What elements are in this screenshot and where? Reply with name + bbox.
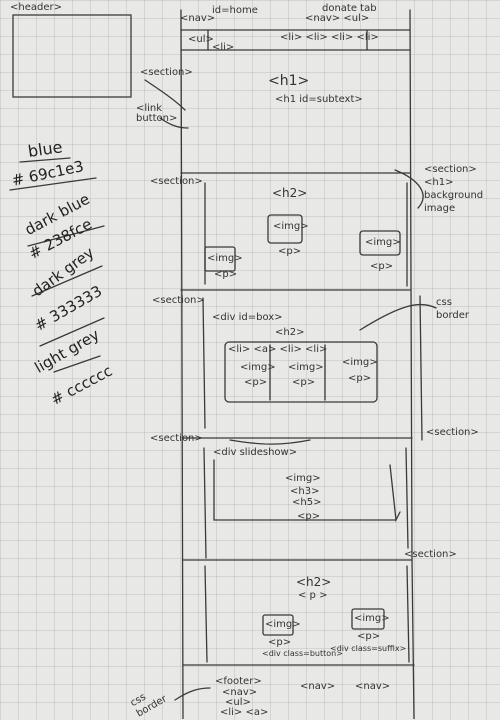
h1-subtext-label: <h1 id=subtext> [275, 94, 363, 105]
main-column-right-lower [411, 559, 415, 719]
s5-h2-label: <h2> [296, 575, 332, 589]
s2-img-right-label: <img> [365, 237, 401, 248]
note-underline [9, 177, 97, 191]
s2-img-left-label: <img> [207, 253, 243, 264]
s3-p2-label: <p> [292, 377, 316, 388]
section-4-label: <section> [150, 433, 203, 444]
donate-tab-note: donate tab [322, 3, 377, 14]
s3-img2-label: <img> [288, 362, 324, 373]
connector [159, 117, 189, 129]
section-5-label: <section> [404, 549, 457, 560]
section-4-inner-right [405, 447, 409, 549]
li-label: <li> [212, 42, 235, 53]
s2-h2-label: <h2> [272, 186, 308, 200]
s3-p1-label: <p> [244, 377, 268, 388]
s3-h2-label: <h2> [275, 327, 305, 338]
s5-img-right-label: <img> [354, 613, 390, 624]
section-4-right-label: <section> [426, 427, 479, 438]
s3-img3-label: <img> [342, 357, 378, 368]
connector [229, 439, 311, 445]
header-box [12, 14, 132, 98]
section-top-label: <section> [140, 67, 193, 78]
css-border-note: css border [436, 297, 470, 321]
s4-img-label: <img> [285, 473, 321, 484]
connector [144, 79, 186, 111]
note-underline [53, 355, 101, 373]
s5-p-right-label: <p> [357, 631, 381, 642]
footer-label: <footer> [215, 676, 262, 687]
connector [174, 687, 211, 701]
footer-nav-3: <nav> [355, 681, 391, 692]
section-3-inner-left [202, 297, 206, 429]
s3-cols-label: <li> <a> <li> <li> [228, 344, 328, 355]
main-column-left [180, 9, 184, 719]
note-underline [19, 157, 71, 163]
footer-nav-2: <nav> [300, 681, 336, 692]
section-2-right-note: <section> <h1> background image [424, 164, 484, 214]
s5-img-right-box [351, 608, 385, 630]
nav-label: <nav> [180, 13, 216, 24]
section-5-inner-right [406, 565, 410, 663]
footer-ul: <ul> [225, 697, 251, 708]
note-underline [39, 317, 105, 347]
s4-h5-label: <h5> [292, 497, 322, 508]
section-2-label: <section> [150, 176, 203, 187]
s5-div-right-label: <div class=suffix> [330, 644, 407, 653]
link-button-label: <link button> [136, 103, 178, 124]
s5-div-left-label: <div class=button> [262, 649, 343, 658]
div-box-label: <div id=box> [212, 312, 283, 323]
s4-p-label: <p> [297, 511, 321, 522]
s2-p-center-label: <p> [278, 246, 302, 257]
s2-img-center-box [267, 214, 303, 244]
header-label: <header> [10, 2, 62, 13]
connector [359, 303, 437, 331]
section-5-inner-left [204, 565, 208, 663]
s5-p-left-label: <p> [268, 637, 292, 648]
section-4-inner-left [203, 447, 207, 559]
footer-li: <li> <a> [220, 707, 269, 718]
s3-p3-label: <p> [348, 373, 372, 384]
s2-p-right-label: <p> [370, 261, 394, 272]
home-note: id=home [212, 5, 258, 16]
div-slideshow-label: <div slideshow> [213, 447, 298, 458]
note-underline [31, 265, 103, 297]
footer-nav-1: <nav> [222, 687, 258, 698]
s5-img-left-box [262, 614, 294, 636]
note-underline [27, 225, 105, 247]
slideshow-frame [213, 459, 397, 521]
nav-ul-label: <nav> <ul> [305, 13, 370, 24]
main-column-right [409, 9, 413, 561]
s2-img-right-box [359, 230, 401, 256]
connector [394, 169, 424, 209]
s2-p-left-label: <p> [214, 269, 238, 280]
ul-label: <ul> [188, 34, 214, 45]
s3-img1-label: <img> [240, 362, 276, 373]
li-row-label: <li> <li> <li> <li> [280, 32, 379, 43]
section-3-label: <section> [152, 295, 205, 306]
s5-img-left-label: <img> [265, 619, 301, 630]
s2-img-center-label: <img> [273, 221, 309, 232]
h1-label: <h1> [268, 73, 310, 89]
slideshow-arrow [389, 464, 401, 523]
s3-box [224, 341, 378, 403]
s2-img-left-box [204, 246, 236, 272]
s5-p-label: < p > [298, 590, 328, 601]
section-3-inner-right [419, 295, 423, 441]
s4-h3-label: <h3> [290, 486, 320, 497]
